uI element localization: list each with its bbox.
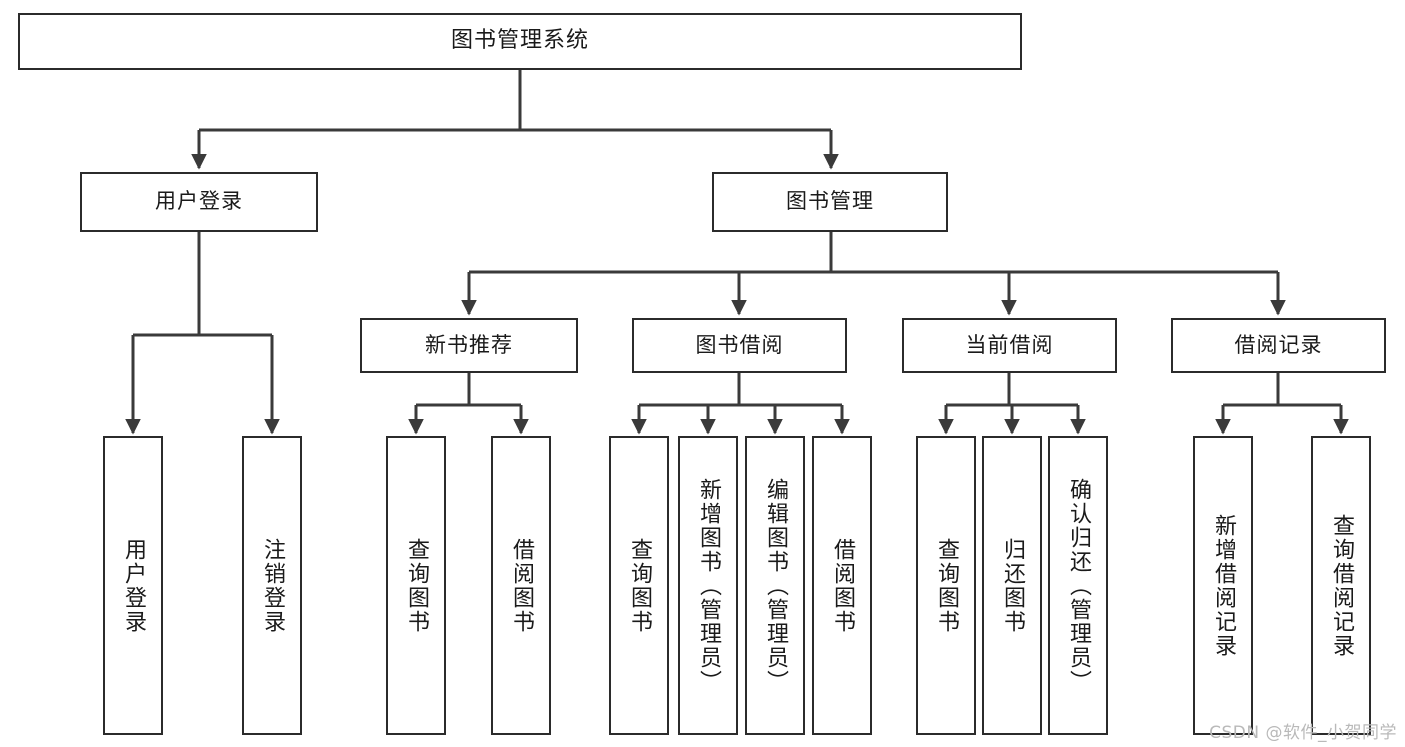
node-leaf-query-book-1-label: 查询图书 bbox=[403, 537, 429, 634]
node-leaf-add-record-label: 新增借阅记录 bbox=[1210, 513, 1236, 658]
node-book-manage-label: 图书管理 bbox=[786, 189, 874, 214]
node-leaf-query-book-2-label: 查询图书 bbox=[626, 537, 652, 634]
watermark: CSDN @软件_小贺同学 bbox=[1209, 723, 1397, 743]
node-leaf-return-book-label: 归还图书 bbox=[999, 537, 1025, 634]
node-leaf-query-record[interactable]: 查询借阅记录 bbox=[1311, 436, 1371, 735]
node-leaf-add-record[interactable]: 新增借阅记录 bbox=[1193, 436, 1253, 735]
node-user-login[interactable]: 用户登录 bbox=[80, 172, 318, 232]
node-leaf-logout[interactable]: 注销登录 bbox=[242, 436, 302, 735]
node-leaf-borrow-book-1-label: 借阅图书 bbox=[508, 537, 534, 634]
node-root[interactable]: 图书管理系统 bbox=[18, 13, 1022, 70]
node-root-label: 图书管理系统 bbox=[450, 28, 589, 54]
node-leaf-add-book-label: 新增图书（管理员） bbox=[695, 477, 721, 694]
node-borrow-record-label: 借阅记录 bbox=[1234, 332, 1323, 357]
node-leaf-borrow-book-1[interactable]: 借阅图书 bbox=[491, 436, 551, 735]
node-borrow-record[interactable]: 借阅记录 bbox=[1171, 318, 1386, 373]
node-user-login-label: 用户登录 bbox=[155, 189, 243, 214]
node-leaf-edit-book[interactable]: 编辑图书（管理员） bbox=[745, 436, 805, 735]
node-leaf-edit-book-label: 编辑图书（管理员） bbox=[762, 477, 788, 694]
node-leaf-confirm-return-label: 确认归还（管理员） bbox=[1065, 477, 1091, 694]
node-current-borrow-label: 当前借阅 bbox=[965, 332, 1054, 357]
node-leaf-query-book-1[interactable]: 查询图书 bbox=[386, 436, 446, 735]
node-leaf-query-book-3[interactable]: 查询图书 bbox=[916, 436, 976, 735]
node-leaf-query-book-3-label: 查询图书 bbox=[933, 537, 959, 634]
node-book-borrow[interactable]: 图书借阅 bbox=[632, 318, 847, 373]
node-current-borrow[interactable]: 当前借阅 bbox=[902, 318, 1117, 373]
node-leaf-borrow-book-2-label: 借阅图书 bbox=[829, 537, 855, 634]
node-leaf-user-login[interactable]: 用户登录 bbox=[103, 436, 163, 735]
node-new-book-rec[interactable]: 新书推荐 bbox=[360, 318, 578, 373]
node-leaf-query-record-label: 查询借阅记录 bbox=[1328, 513, 1354, 658]
node-new-book-rec-label: 新书推荐 bbox=[425, 332, 513, 357]
node-leaf-query-book-2[interactable]: 查询图书 bbox=[609, 436, 669, 735]
node-leaf-return-book[interactable]: 归还图书 bbox=[982, 436, 1042, 735]
node-book-manage[interactable]: 图书管理 bbox=[712, 172, 948, 232]
node-leaf-confirm-return[interactable]: 确认归还（管理员） bbox=[1048, 436, 1108, 735]
node-leaf-borrow-book-2[interactable]: 借阅图书 bbox=[812, 436, 872, 735]
node-leaf-user-login-label: 用户登录 bbox=[120, 537, 146, 634]
node-leaf-logout-label: 注销登录 bbox=[259, 537, 285, 634]
node-book-borrow-label: 图书借阅 bbox=[695, 332, 784, 357]
node-leaf-add-book[interactable]: 新增图书（管理员） bbox=[678, 436, 738, 735]
